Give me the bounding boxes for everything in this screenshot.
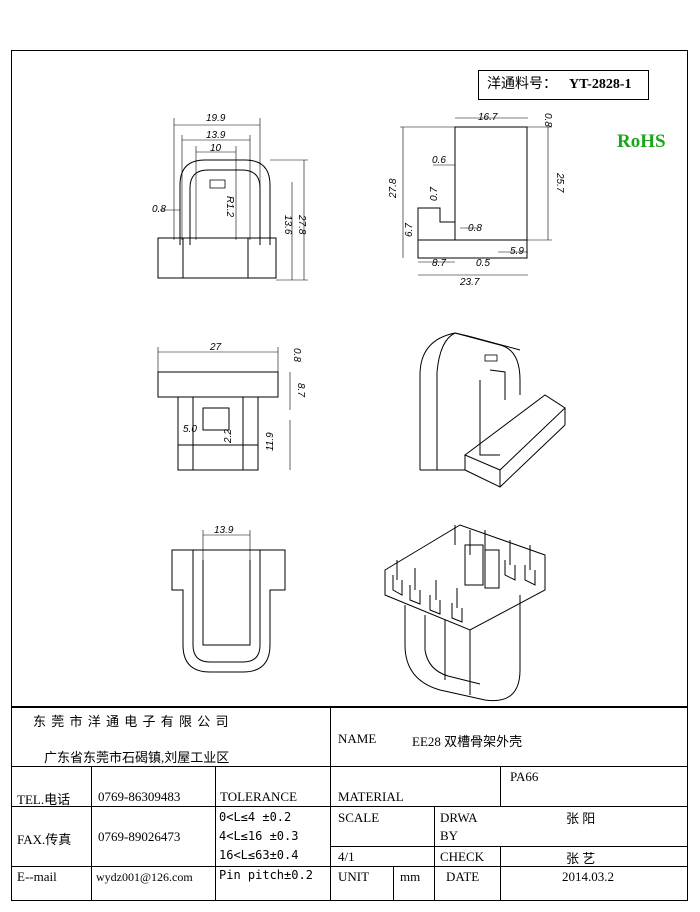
bottom-view: 13.9 — [171, 525, 286, 673]
dim-23-7: 23.7 — [459, 277, 480, 288]
scale-value: 4/1 — [338, 849, 355, 864]
email-value: wydz001@126.com — [96, 870, 193, 884]
dim-13-9: 13.9 — [206, 130, 226, 141]
dim-8-7-side: 8.7 — [432, 258, 446, 269]
dim-27-8-front: 27.8 — [296, 214, 307, 235]
fax-label: FAX.传真 — [17, 832, 72, 847]
isometric-cover-view — [419, 332, 566, 488]
dim-r1-2: R1.2 — [224, 196, 235, 218]
dim-0-7: 0.7 — [429, 187, 440, 201]
dim-5-0: 5.0 — [183, 424, 197, 435]
name-label: NAME — [338, 731, 377, 746]
dim-5-9: 5.9 — [510, 246, 524, 257]
dim-16-7: 16.7 — [478, 112, 498, 123]
dim-27-8-side: 27.8 — [388, 178, 399, 199]
material-label: MATERIAL — [338, 789, 404, 804]
dim-13-6: 13.6 — [282, 215, 293, 235]
fax-value: 0769-89026473 — [98, 829, 181, 844]
material-value: PA66 — [510, 769, 539, 784]
email-label: E--mail — [17, 869, 57, 884]
company-address: 广东省东莞市石碣镇,刘屋工业区 — [44, 750, 230, 765]
dim-0-8-front: 0.8 — [152, 204, 166, 215]
dim-0-5: 0.5 — [476, 258, 490, 269]
by-label: BY — [440, 828, 459, 843]
front-view: 19.9 13.9 10 0.8 R1.2 13.6 27.8 — [152, 113, 308, 281]
dim-0-6: 0.6 — [432, 155, 446, 166]
part-number-box: 洋通料号： YT-2828-1 — [478, 70, 649, 100]
unit-value: mm — [400, 869, 421, 884]
dim-10: 10 — [210, 143, 222, 154]
tel-label: TEL.电话 — [17, 792, 71, 807]
dim-2-2: 2.2 — [223, 429, 234, 444]
company-name: 东 莞 市 洋 通 电 子 有 限 公 司 — [33, 714, 230, 729]
tolerance-row-1: 0<L≤4 ±0.2 — [219, 810, 292, 824]
tel-value: 0769-86309483 — [98, 789, 181, 804]
checked-by: 张 艺 — [566, 851, 596, 866]
part-number-label: 洋通料号： — [487, 77, 557, 92]
tolerance-row-2: 4<L≤16 ±0.3 — [219, 829, 299, 843]
dim-19-9: 19.9 — [206, 113, 226, 124]
side-view: 16.7 0.8 0.6 27.8 0.7 25.7 6.7 0.8 5.9 8… — [388, 112, 565, 288]
tolerance-row-4: Pin pitch±0.2 — [219, 868, 313, 882]
drwa-label: DRWA — [440, 810, 478, 825]
tolerance-label: TOLERANCE — [220, 789, 298, 804]
dim-25-7: 25.7 — [554, 172, 565, 193]
check-label: CHECK — [440, 849, 485, 864]
drawn-by: 张 阳 — [566, 811, 596, 826]
dim-0-8-slot: 0.8 — [468, 223, 482, 234]
unit-label: UNIT — [338, 869, 370, 884]
tolerance-row-3: 16<L≤63±0.4 — [219, 848, 299, 862]
dim-13-9-bottom: 13.9 — [214, 525, 234, 536]
date-label: DATE — [446, 869, 480, 884]
dim-0-8-side: 0.8 — [542, 113, 553, 127]
top-view: 27 0.8 8.7 5.0 2.2 11.9 — [157, 342, 306, 471]
date-value: 2014.03.2 — [562, 869, 614, 884]
dim-11-9: 11.9 — [265, 432, 276, 451]
name-value: EE28 双槽骨架外壳 — [412, 734, 523, 749]
dim-8-7-top: 8.7 — [295, 383, 306, 397]
isometric-bobbin-view — [384, 524, 546, 702]
scale-label: SCALE — [338, 810, 380, 825]
drawing-frame — [11, 50, 688, 901]
dim-0-8-top: 0.8 — [291, 348, 302, 362]
dim-27: 27 — [209, 342, 222, 353]
rohs-mark: RoHS — [617, 131, 666, 152]
dim-6-7: 6.7 — [404, 223, 415, 237]
part-number-value: YT-2828-1 — [569, 77, 632, 92]
